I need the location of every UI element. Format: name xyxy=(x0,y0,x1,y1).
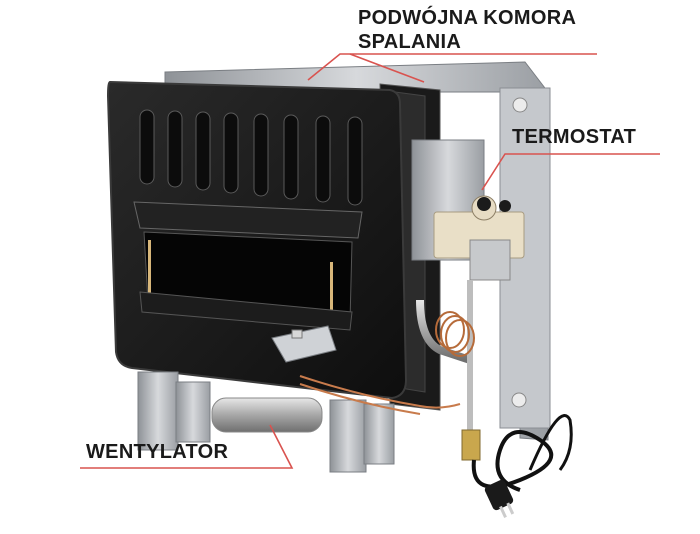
leader-line-thermostat xyxy=(481,153,660,191)
heat-exchanger-fins xyxy=(139,109,363,206)
fan-assembly xyxy=(137,371,395,473)
leader-line-chamber-2 xyxy=(349,53,425,83)
label-fan: WENTYLATOR xyxy=(86,441,229,463)
leader-line-fan xyxy=(80,424,294,469)
label-combustion-chamber-line2: SPALANIA xyxy=(358,31,462,53)
label-combustion-chamber: PODWÓJNA KOMORA SPALANIA xyxy=(358,6,576,54)
power-cable xyxy=(471,414,573,518)
thermostat-valve xyxy=(411,139,525,461)
label-thermostat: TERMOSTAT xyxy=(512,126,637,148)
leader-lines xyxy=(80,53,660,469)
front-combustion-chamber xyxy=(106,80,408,400)
label-combustion-chamber-line1: PODWÓJNA KOMORA xyxy=(358,7,577,29)
leader-line-chamber xyxy=(307,53,597,81)
ignition-bracket xyxy=(271,325,337,363)
copper-capillary-coils xyxy=(299,311,475,415)
